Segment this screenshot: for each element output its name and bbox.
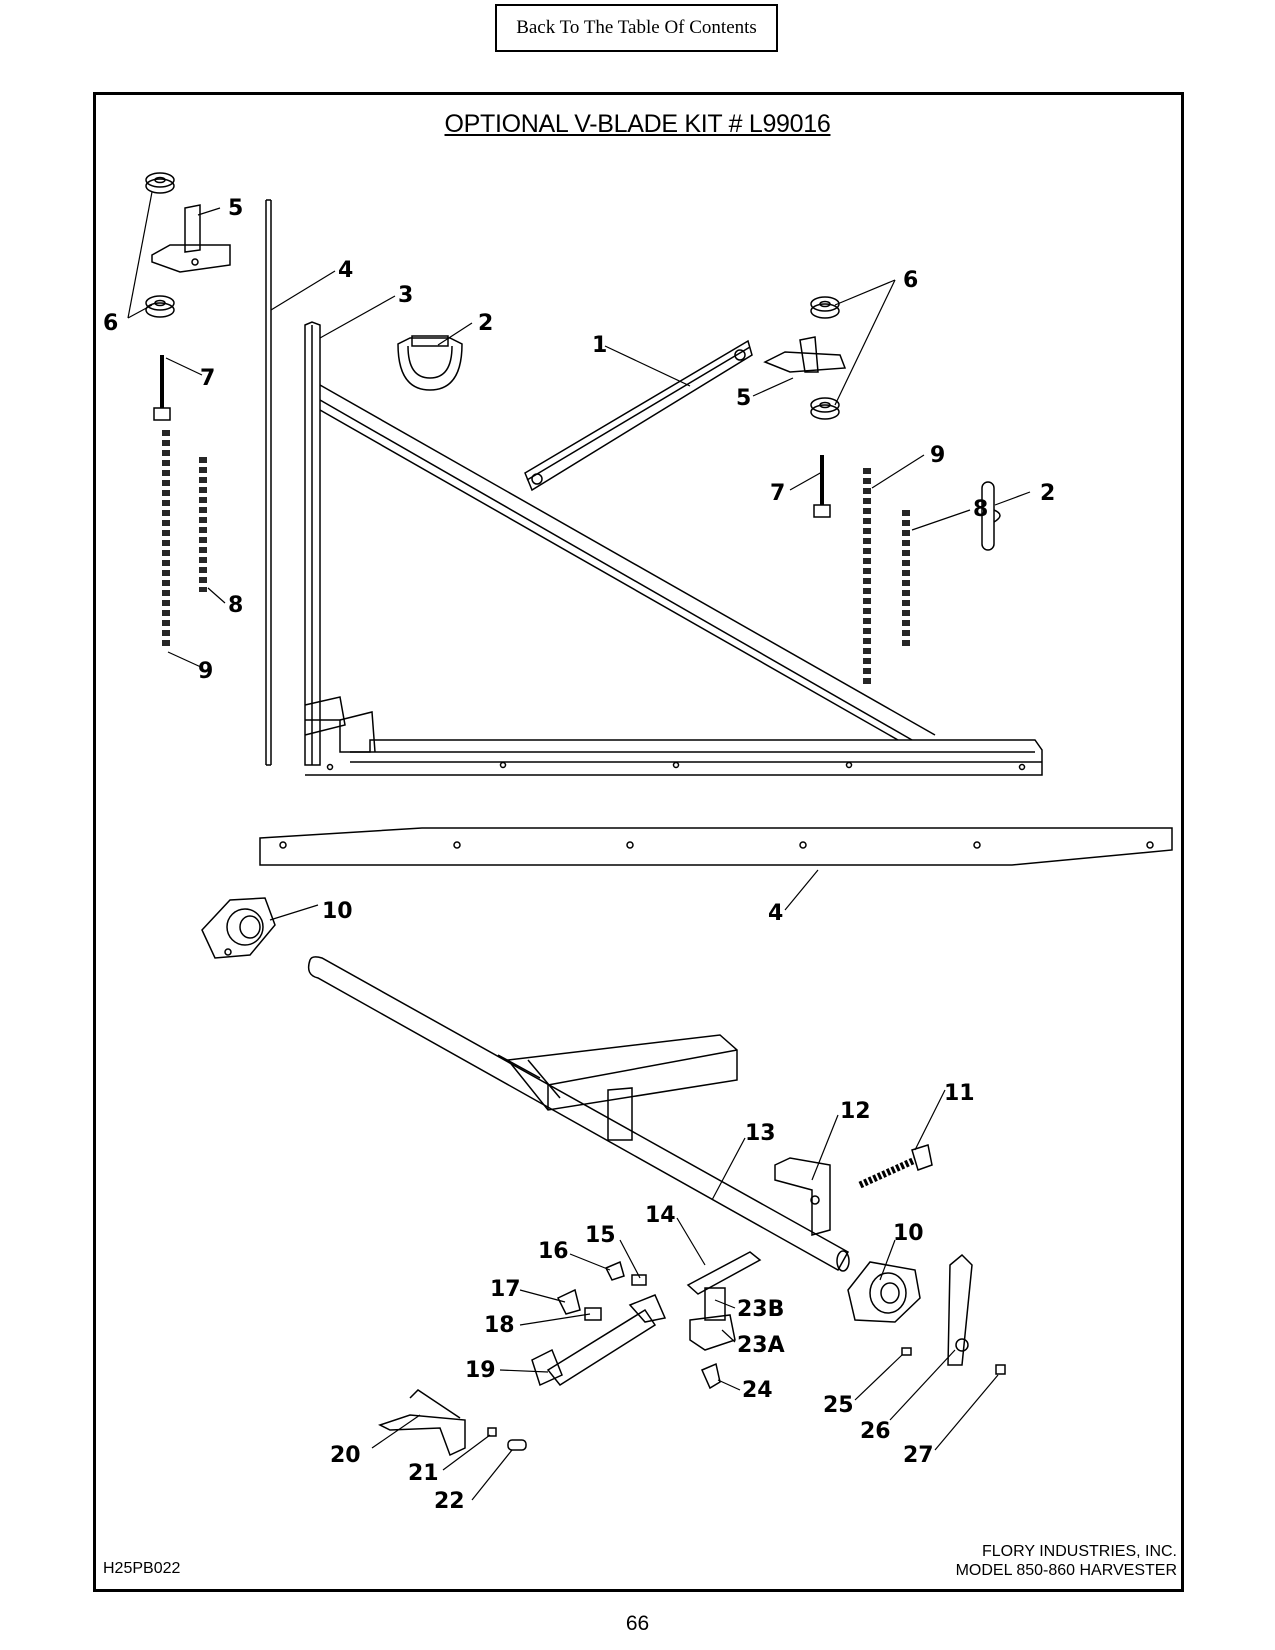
callout-23a: 23A — [737, 1333, 785, 1358]
part-4-blade-strip — [265, 199, 272, 766]
callout-27: 27 — [903, 1443, 934, 1468]
part-11-bolt — [858, 1144, 933, 1189]
part-14-link — [686, 1251, 762, 1295]
callout-17: 17 — [490, 1277, 521, 1302]
part-16-fitting — [604, 1260, 625, 1281]
callout-8: 8 — [973, 497, 988, 522]
part-27-pin — [995, 1364, 1006, 1375]
part-2-d-ring — [397, 335, 463, 391]
page-number: 66 — [625, 1612, 650, 1635]
callout-1: 1 — [592, 333, 607, 358]
part-21-nut — [487, 1427, 497, 1437]
part-3-v-frame — [304, 321, 1043, 776]
callout-6: 6 — [103, 311, 118, 336]
part-20-bracket — [378, 1389, 466, 1457]
part-17-fitting — [556, 1288, 581, 1315]
part-12-plate — [774, 1157, 831, 1236]
part-10-bearing-right — [847, 1261, 921, 1323]
back-to-toc-link[interactable]: Back To The Table Of Contents — [495, 4, 778, 52]
part-6-knob-top-right — [810, 296, 840, 319]
callout-18: 18 — [484, 1313, 515, 1338]
callout-19: 19 — [465, 1358, 496, 1383]
callout-11: 11 — [944, 1081, 975, 1106]
callout-2: 2 — [1040, 481, 1055, 506]
callout-4: 4 — [338, 258, 353, 283]
callout-10: 10 — [322, 899, 353, 924]
part-10-bearing-left — [201, 897, 276, 959]
part-23-block — [689, 1287, 736, 1351]
callout-5: 5 — [228, 196, 243, 221]
callout-13: 13 — [745, 1121, 776, 1146]
part-5-bracket-left — [151, 204, 231, 273]
part-4-blade-horizontal — [259, 827, 1173, 866]
callout-9: 9 — [930, 443, 945, 468]
leader-lines — [127, 191, 1031, 1501]
part-26-arm — [947, 1253, 973, 1366]
part-5-bracket-right — [763, 336, 847, 373]
callout-7: 7 — [770, 481, 785, 506]
drawing-frame — [93, 92, 1184, 1592]
callout-9: 9 — [198, 659, 213, 684]
callout-22: 22 — [434, 1489, 465, 1514]
callout-14: 14 — [645, 1203, 676, 1228]
callout-12: 12 — [840, 1099, 871, 1124]
drawing-number: H25PB022 — [103, 1560, 181, 1577]
part-7-bolt-left — [153, 355, 171, 421]
callout-7: 7 — [200, 366, 215, 391]
title-block: FLORY INDUSTRIES, INC. MODEL 850-860 HAR… — [956, 1542, 1177, 1580]
part-1-strap — [524, 339, 753, 492]
company-name: FLORY INDUSTRIES, INC. — [982, 1543, 1177, 1560]
callout-8: 8 — [228, 593, 243, 618]
callout-10: 10 — [893, 1221, 924, 1246]
callout-3: 3 — [398, 283, 413, 308]
callout-24: 24 — [742, 1378, 773, 1403]
model-name: MODEL 850-860 HARVESTER — [955, 1562, 1177, 1579]
callout-20: 20 — [330, 1443, 361, 1468]
part-13-rod — [307, 956, 850, 1272]
part-2-pin-right — [981, 481, 1001, 551]
part-6-knob-mid-left — [145, 295, 175, 318]
callout-23b: 23B — [737, 1297, 784, 1322]
callout-5: 5 — [736, 386, 751, 411]
part-18-fitting — [584, 1307, 602, 1321]
part-7-bolt-right — [813, 455, 831, 518]
callout-15: 15 — [585, 1223, 616, 1248]
callout-numbers: 5 6 4 3 2 1 6 5 7 7 9 8 2 8 9 10 4 11 12… — [103, 196, 1055, 1514]
callout-25: 25 — [823, 1393, 854, 1418]
part-25-pin — [901, 1347, 912, 1356]
part-24-elbow — [701, 1362, 721, 1390]
callout-21: 21 — [408, 1461, 439, 1486]
callout-26: 26 — [860, 1419, 891, 1444]
part-22-pin — [507, 1439, 527, 1451]
callout-2: 2 — [478, 311, 493, 336]
callout-16: 16 — [538, 1239, 569, 1264]
callout-6: 6 — [903, 268, 918, 293]
part-6-knob-top-left — [145, 172, 175, 194]
page-title: OPTIONAL V-BLADE KIT # L99016 — [444, 110, 831, 138]
callout-4: 4 — [768, 901, 783, 926]
part-19-cylinder — [531, 1294, 667, 1387]
part-6-knob-bottom-right — [810, 397, 840, 420]
